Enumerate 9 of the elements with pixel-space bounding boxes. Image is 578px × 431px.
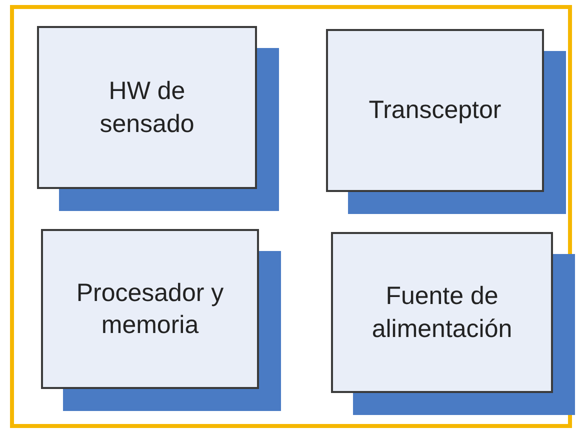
component-box [331,232,553,393]
box-label: HW de sensado [98,76,196,140]
box-label: Fuente de alimentación [370,281,514,344]
frame-border [10,5,572,428]
component-box [37,26,257,189]
box-label: Transceptor [368,95,502,126]
component-box [326,29,544,192]
box-label: Procesador y memoria [75,278,225,341]
component-box [41,229,259,389]
